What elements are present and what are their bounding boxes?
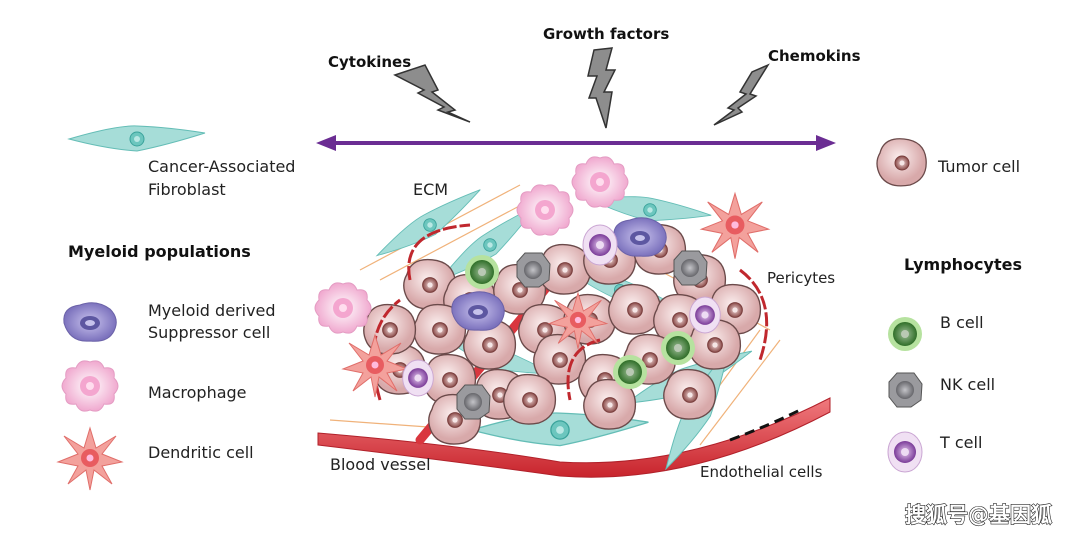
pericytes-label: Pericytes (767, 269, 835, 287)
pericyte (566, 338, 601, 401)
t-cell-icon (887, 431, 923, 473)
t-cell (402, 359, 434, 397)
mdsc-icon (63, 302, 117, 342)
chemokins-label: Chemokins (768, 47, 861, 65)
tumor-cell (503, 373, 557, 425)
double-headed-arrow (316, 135, 836, 151)
caf-label-line2: Fibroblast (148, 180, 226, 199)
dendritic-cell (700, 192, 770, 260)
tumor-microenvironment (314, 156, 831, 478)
macrophage-label: Macrophage (148, 383, 247, 402)
tumor-cell (608, 283, 662, 335)
b-cell-icon (888, 317, 922, 351)
macrophage (571, 156, 629, 208)
ecm-fiber (379, 194, 541, 281)
pericyte (407, 223, 471, 281)
growth-factors-label: Growth factors (543, 25, 669, 43)
caf-label-line1: Cancer-Associated (148, 157, 295, 176)
myeloid-heading: Myeloid populations (68, 242, 251, 261)
macrophage (516, 184, 574, 236)
growth-factors-lightning-icon (587, 47, 617, 129)
myeloid-derived-suppressor-cell (613, 217, 667, 257)
dendritic-cell-icon (57, 427, 123, 491)
myeloid-derived-suppressor-cell (451, 291, 505, 331)
watermark: 搜狐号@基因狐 (905, 503, 1052, 527)
nk-cell-icon (888, 372, 923, 408)
mdsc-label-line2: Suppressor cell (148, 323, 270, 342)
cytokines-lightning-icon (393, 64, 471, 123)
blood-vessel (317, 397, 831, 478)
b-cell (661, 331, 695, 365)
endothelial-cells (729, 408, 801, 442)
blood-vessel-label: Blood vessel (330, 455, 431, 474)
nk-cell (516, 252, 551, 288)
cytokines-label: Cytokines (328, 53, 411, 71)
endothelial-label: Endothelial cells (700, 463, 823, 481)
b-cell-label: B cell (940, 313, 984, 332)
lymphocytes-heading: Lymphocytes (904, 255, 1022, 274)
macrophage-icon (61, 360, 119, 412)
nk-cell (673, 250, 708, 286)
t-cell (582, 224, 618, 266)
mdsc-label-line1: Myeloid derived (148, 301, 276, 320)
b-cell (465, 255, 499, 289)
b-cell (613, 355, 647, 389)
ecm-label: ECM (413, 180, 448, 199)
chemokins-lightning-icon (713, 63, 770, 126)
ecm-fiber (699, 339, 781, 446)
t-cell (689, 296, 721, 334)
nk-cell (456, 384, 491, 420)
t-cell-label: T cell (939, 433, 982, 452)
pericyte (739, 268, 769, 361)
fibroblast-icon (68, 125, 206, 152)
dendritic-label: Dendritic cell (148, 443, 254, 462)
macrophage (314, 282, 372, 334)
tumor-cell (663, 368, 717, 420)
tumor-cell-icon (876, 138, 927, 187)
nk-cell-label: NK cell (940, 375, 995, 394)
tumor-label: Tumor cell (937, 157, 1020, 176)
